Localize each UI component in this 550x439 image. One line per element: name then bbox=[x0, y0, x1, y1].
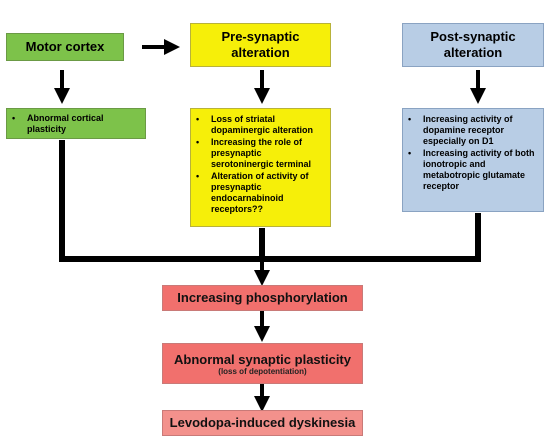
increasing-phosphorylation-box: Increasing phosphorylation bbox=[162, 285, 363, 311]
motor-cortex-box: Motor cortex bbox=[6, 33, 124, 61]
levodopa-label: Levodopa-induced dyskinesia bbox=[169, 415, 356, 430]
post-synaptic-box: Post-synaptic alteration bbox=[402, 23, 544, 67]
pre-synaptic-label: Pre-synaptic alteration bbox=[221, 29, 300, 60]
list-item: Increasing activity of both ionotropic a… bbox=[403, 148, 539, 192]
list-item: Loss of striatal dopaminergic alteration bbox=[191, 114, 326, 136]
abnormal-cortical-list: Abnormal cortical plasticity bbox=[7, 113, 141, 135]
abnormal-synaptic-sublabel: (loss of depotentiation) bbox=[218, 366, 307, 376]
post-synaptic-details-box: Increasing activity of dopamine receptor… bbox=[402, 108, 544, 212]
pre-synaptic-box: Pre-synaptic alteration bbox=[190, 23, 331, 67]
levodopa-box: Levodopa-induced dyskinesia bbox=[162, 410, 363, 436]
abnormal-cortical-box: Abnormal cortical plasticity bbox=[6, 108, 146, 139]
list-item: Increasing activity of dopamine receptor… bbox=[403, 114, 539, 147]
pre-synaptic-details-box: Loss of striatal dopaminergic alteration… bbox=[190, 108, 331, 227]
pre-synaptic-list: Loss of striatal dopaminergic alteration… bbox=[191, 114, 326, 215]
abnormal-synaptic-box: Abnormal synaptic plasticity (loss of de… bbox=[162, 343, 363, 384]
abnormal-synaptic-label: Abnormal synaptic plasticity bbox=[174, 351, 351, 367]
post-synaptic-list: Increasing activity of dopamine receptor… bbox=[403, 114, 539, 192]
post-synaptic-label: Post-synaptic alteration bbox=[430, 29, 516, 60]
list-item: Abnormal cortical plasticity bbox=[7, 113, 141, 135]
merge-line bbox=[59, 140, 481, 262]
motor-cortex-label: Motor cortex bbox=[25, 39, 105, 54]
list-item: Alteration of activity of presynaptic en… bbox=[191, 171, 326, 215]
increasing-phosphorylation-label: Increasing phosphorylation bbox=[177, 290, 348, 305]
list-item: Increasing the role of presynaptic serot… bbox=[191, 137, 326, 170]
